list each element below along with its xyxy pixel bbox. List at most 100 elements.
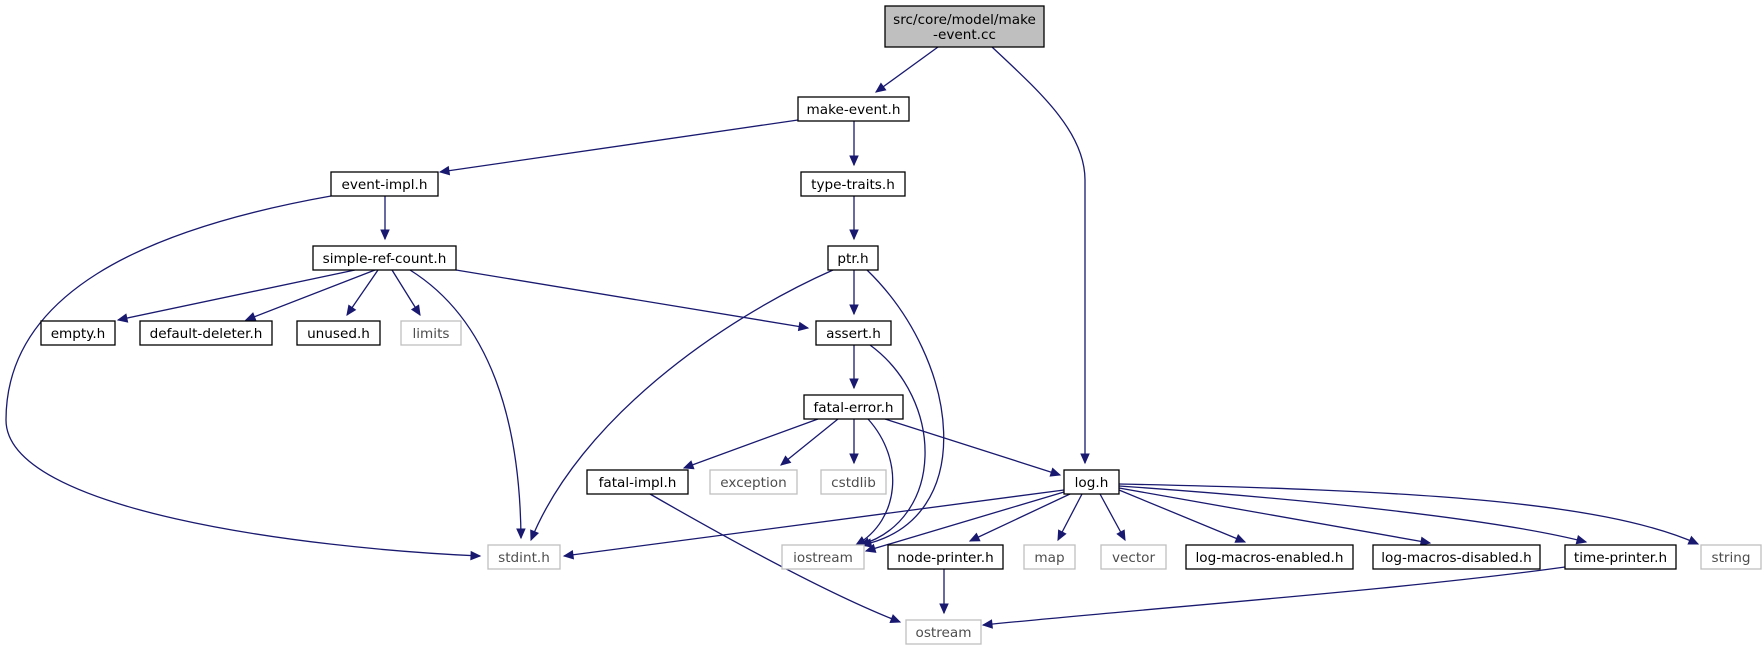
node-make_event_h[interactable]: make-event.h [797,96,910,122]
node-fatal_impl_h[interactable]: fatal-impl.h [586,469,689,495]
node-label: type-traits.h [811,177,895,193]
node-label: src/core/model/make [893,12,1036,28]
node-label: default-deleter.h [150,326,263,342]
node-map: map [1023,544,1076,570]
node-log_macros_disabled_h[interactable]: log-macros-disabled.h [1372,544,1541,570]
node-label: log-macros-disabled.h [1381,550,1531,566]
node-label: empty.h [51,326,106,342]
node-simple_ref_count_h[interactable]: simple-ref-count.h [312,245,457,271]
node-iostream: iostream [781,544,865,570]
node-label: map [1034,550,1064,566]
node-label: ptr.h [837,251,868,267]
edge-simple_ref_count_h-to-limits [391,269,421,317]
node-ostream: ostream [905,619,982,645]
edge-root-to-log_h [991,46,1090,465]
node-assert_h[interactable]: assert.h [815,320,892,346]
edge-simple_ref_count_h-to-default_deleter_h [244,269,376,322]
node-label: iostream [793,550,853,566]
edge-log_h-to-vector [1099,493,1126,542]
node-box [139,320,273,346]
nodes-layer: src/core/model/make-event.cc make-event.h… [40,5,1762,645]
node-label: fatal-impl.h [599,475,677,491]
node-fatal_error_h[interactable]: fatal-error.h [803,394,904,420]
edge-make_event_h-to-event_impl_h [438,119,799,176]
node-label: -event.cc [933,27,996,43]
edge-fatal_error_h-to-exception [780,418,839,466]
node-box [400,320,462,346]
node-label: event-impl.h [342,177,428,193]
node-box [1185,544,1354,570]
node-label: node-printer.h [897,550,993,566]
edge-event_impl_h-to-simple_ref_count_h [380,196,390,241]
edge-log_h-to-time_printer_h [1118,485,1588,545]
node-label: simple-ref-count.h [323,251,447,267]
node-label: ostream [916,625,972,641]
edge-simple_ref_count_h-to-stdint_h [409,269,526,540]
node-label: fatal-error.h [813,400,893,416]
node-box [815,320,892,346]
edge-ptr_h-to-stdint_h [530,269,834,542]
node-box [586,469,689,495]
edge-type_traits_h-to-ptr_h [849,196,859,241]
node-event_impl_h[interactable]: event-impl.h [330,171,439,197]
node-label: time-printer.h [1574,550,1667,566]
edge-simple_ref_count_h-to-empty_h [116,269,356,323]
node-log_h[interactable]: log.h [1063,469,1120,495]
edge-event_impl_h-to-stdint_h [5,195,482,561]
node-label: vector [1112,550,1156,566]
edge-simple_ref_count_h-to-assert_h [455,269,810,332]
node-box [800,171,906,197]
node-label: exception [720,475,786,491]
node-default_deleter_h[interactable]: default-deleter.h [139,320,273,346]
node-box [797,96,910,122]
node-cstdlib: cstdlib [820,469,887,495]
node-type_traits_h[interactable]: type-traits.h [800,171,906,197]
edge-root-to-make_event_h [875,46,939,93]
node-box [887,544,1004,570]
node-box [1564,544,1677,570]
node-box [1100,544,1167,570]
node-label: stdint.h [498,550,550,566]
node-ptr_h[interactable]: ptr.h [827,245,879,271]
node-log_macros_enabled_h[interactable]: log-macros-enabled.h [1185,544,1354,570]
node-box [296,320,381,346]
node-stdint_h: stdint.h [487,544,561,570]
node-box [820,469,887,495]
node-box [312,245,457,271]
node-exception: exception [709,469,798,495]
node-label: cstdlib [831,475,876,491]
node-limits: limits [400,320,462,346]
node-box [1372,544,1541,570]
node-box [1063,469,1120,495]
edge-make_event_h-to-type_traits_h [849,121,859,167]
edge-log_h-to-log_macros_disabled_h [1118,487,1432,547]
node-box [884,5,1045,48]
node-box [827,245,879,271]
node-box [781,544,865,570]
node-box [330,171,439,197]
edge-fatal_error_h-to-cstdlib [849,419,859,465]
node-label: log.h [1075,475,1109,491]
node-box [1700,544,1762,570]
edge-fatal_impl_h-to-ostream [649,493,902,624]
node-root[interactable]: src/core/model/make-event.cc [884,5,1045,48]
node-box [40,320,116,346]
edge-time_printer_h-to-ostream [981,566,1566,629]
node-label: limits [413,326,450,342]
node-label: make-event.h [807,102,901,118]
edge-fatal_error_h-to-fatal_impl_h [682,418,819,470]
node-box [1023,544,1076,570]
node-box [487,544,561,570]
edge-assert_h-to-fatal_error_h [849,345,859,390]
node-empty_h[interactable]: empty.h [40,320,116,346]
node-node_printer_h[interactable]: node-printer.h [887,544,1004,570]
node-vector: vector [1100,544,1167,570]
edge-fatal_error_h-to-log_h [884,418,1062,477]
edge-log_h-to-string [1118,483,1700,545]
node-box [803,394,904,420]
node-unused_h[interactable]: unused.h [296,320,381,346]
node-label: unused.h [307,326,370,342]
node-time_printer_h[interactable]: time-printer.h [1564,544,1677,570]
edge-log_h-to-log_macros_enabled_h [1118,489,1247,543]
node-label: string [1711,550,1750,566]
